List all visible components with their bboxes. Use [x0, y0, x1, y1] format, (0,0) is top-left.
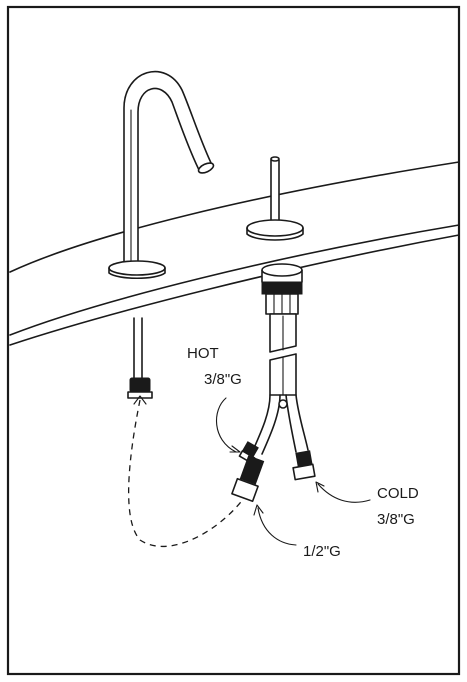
spout-supply-pipe [127, 317, 153, 399]
hot-leader-arrow [229, 445, 241, 453]
connection-path [127, 399, 245, 548]
mixer-handle [246, 156, 304, 241]
hot-size-label: 3/8"G [204, 371, 242, 388]
cold-leader-line [317, 483, 371, 503]
spout [108, 70, 215, 280]
cold-leader-arrow [315, 481, 325, 493]
connection-arrowhead [133, 395, 147, 405]
supply-fitting [231, 455, 265, 503]
countertop [9, 161, 460, 346]
flexible-hoses [253, 313, 309, 455]
supply-leader-line [257, 507, 297, 546]
cold-fitting [292, 450, 316, 481]
hot-label: HOT [187, 345, 219, 362]
cold-size-label: 3/8"G [377, 511, 415, 528]
hot-leader-line [215, 397, 237, 453]
supply-size-label: 1/2"G [303, 543, 341, 560]
cold-label: COLD [377, 485, 419, 502]
supply-leader-arrow [253, 504, 264, 516]
page-frame [6, 5, 461, 676]
mixer-body [261, 263, 303, 315]
